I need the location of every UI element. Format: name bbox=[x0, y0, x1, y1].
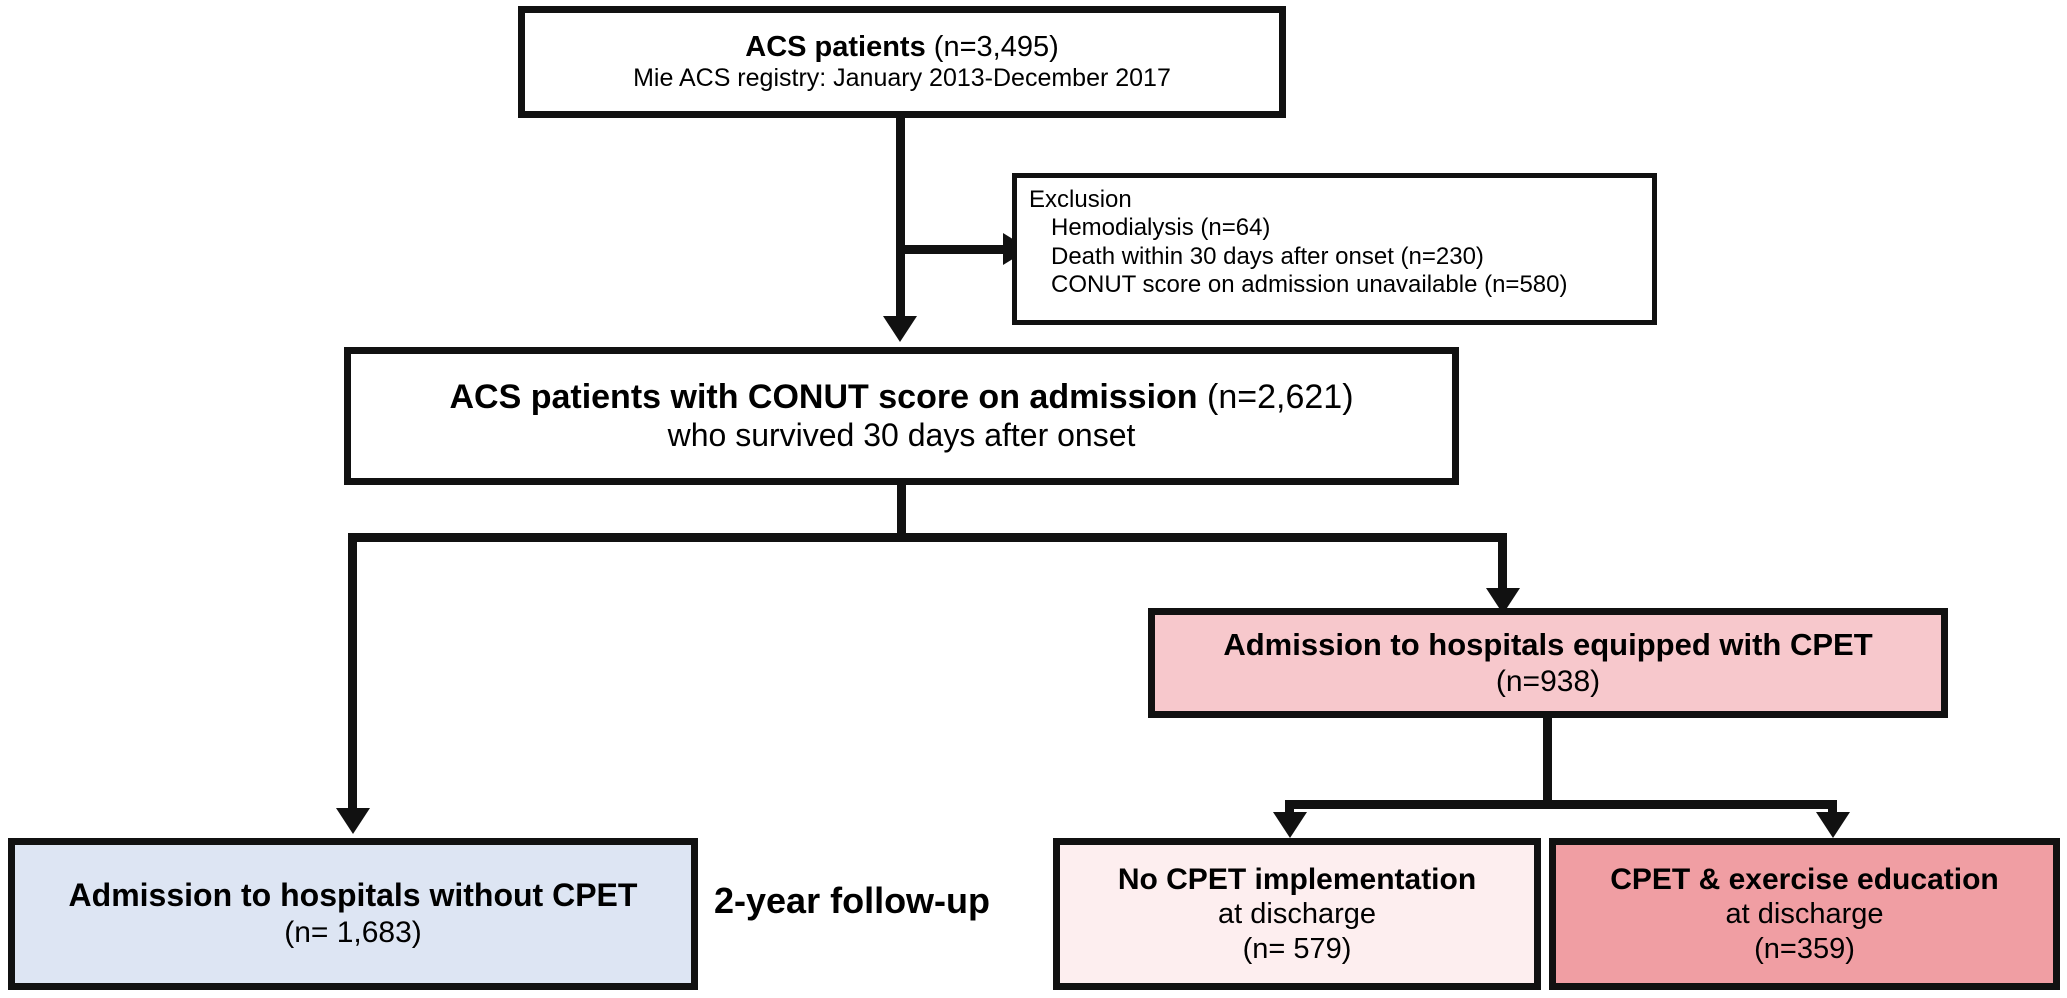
source-line-1: ACS patients (n=3,495) bbox=[745, 31, 1059, 64]
cpet-hospital-line-2: (n=938) bbox=[1495, 664, 1601, 698]
no-cpet-hospital-line-1: Admission to hospitals without CPET bbox=[68, 877, 638, 914]
no-cpet-impl-line-3: (n= 579) bbox=[1242, 932, 1352, 965]
cpet-hospital-line-1: Admission to hospitals equipped with CPE… bbox=[1223, 627, 1873, 663]
node-cpet-hospital: Admission to hospitals equipped with CPE… bbox=[1148, 608, 1948, 718]
node-cpet-exercise-education: CPET & exercise education at discharge (… bbox=[1549, 838, 2060, 990]
eligible-line-1: ACS patients with CONUT score on admissi… bbox=[449, 378, 1354, 417]
no-cpet-impl-line-1: No CPET implementation bbox=[1117, 863, 1477, 897]
connector-left-branch bbox=[348, 533, 357, 816]
connector-cpet-right-leg bbox=[1828, 800, 1837, 820]
exclusion-heading: Exclusion bbox=[1029, 186, 1132, 213]
connector-to-exclusion bbox=[896, 245, 1012, 254]
connector-eligible-stem bbox=[897, 485, 906, 540]
arrowhead-to-eligible bbox=[883, 316, 917, 342]
node-exclusion-criteria: Exclusion Hemodialysis (n=64) Death with… bbox=[1012, 173, 1657, 325]
connector-cpet-stem bbox=[1543, 718, 1552, 803]
node-source-population: ACS patients (n=3,495) Mie ACS registry:… bbox=[518, 6, 1286, 118]
exclusion-item-0: Hemodialysis (n=64) bbox=[1051, 214, 1271, 242]
source-line-2: Mie ACS registry: January 2013-December … bbox=[633, 64, 1171, 93]
connector-source-to-eligible-lower bbox=[896, 240, 905, 325]
node-no-cpet-implementation: No CPET implementation at discharge (n= … bbox=[1053, 838, 1541, 990]
node-eligible-cohort: ACS patients with CONUT score on admissi… bbox=[344, 347, 1459, 485]
connector-right-branch bbox=[1498, 533, 1507, 596]
cpet-exercise-line-3: (n=359) bbox=[1754, 932, 1855, 965]
exclusion-item-1: Death within 30 days after onset (n=230) bbox=[1051, 242, 1484, 270]
arrowhead-to-no-cpet-impl bbox=[1273, 812, 1307, 838]
connector-source-to-eligible bbox=[896, 118, 905, 240]
node-no-cpet-hospital: Admission to hospitals without CPET (n= … bbox=[8, 838, 698, 990]
followup-label: 2-year follow-up bbox=[714, 880, 991, 921]
arrowhead-to-cpet-exercise bbox=[1816, 812, 1850, 838]
eligible-line-2: who survived 30 days after onset bbox=[667, 417, 1136, 454]
connector-eligible-split-bar bbox=[348, 533, 1507, 542]
cpet-exercise-line-2: at discharge bbox=[1725, 898, 1884, 931]
arrowhead-to-no-cpet-hospital bbox=[336, 808, 370, 834]
cpet-exercise-line-1: CPET & exercise education bbox=[1610, 863, 1999, 897]
no-cpet-impl-line-2: at discharge bbox=[1218, 898, 1376, 931]
connector-cpet-split-bar bbox=[1285, 800, 1837, 809]
exclusion-item-2: CONUT score on admission unavailable (n=… bbox=[1051, 270, 1568, 298]
connector-cpet-left-leg bbox=[1285, 800, 1294, 820]
no-cpet-hospital-line-2: (n= 1,683) bbox=[284, 916, 422, 950]
